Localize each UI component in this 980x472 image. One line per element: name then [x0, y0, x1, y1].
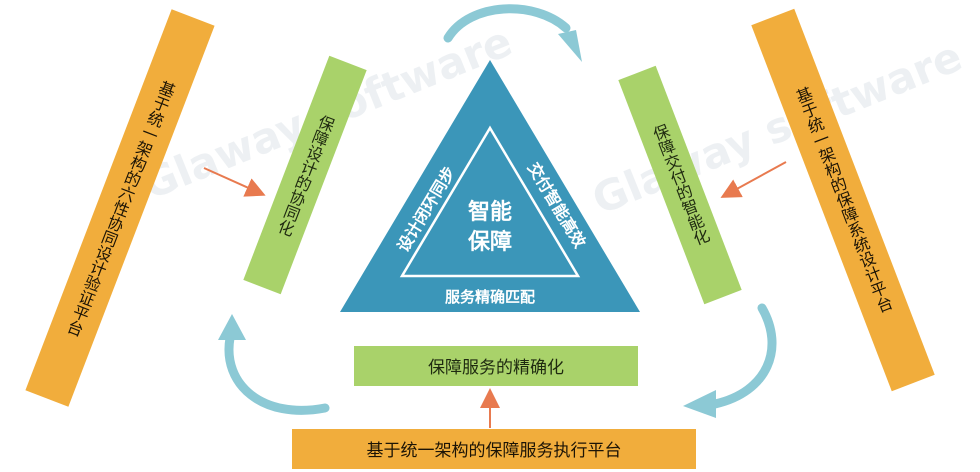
center-title-line1: 智能: [468, 199, 512, 225]
pointer-arrows: [203, 161, 787, 428]
cycle-arrows: [224, 4, 777, 415]
cycle-arrow-bottom-right: [710, 303, 777, 409]
orange-box-bottom-label: 基于统一架构的保障服务执行平台: [367, 441, 622, 461]
cycle-arrow-top: [443, 4, 571, 43]
orange-box-bottom: [292, 429, 696, 469]
green-box-bottom: [354, 346, 638, 386]
center-bottom-side-label: 服务精确匹配: [445, 288, 535, 306]
pointer-arrow-left: [203, 167, 266, 197]
orange-box-left: 基于统一架构的六性协同设计验证平台: [25, 9, 215, 407]
orange-box-left-label: 基于统一架构的六性协同设计验证平台: [62, 78, 177, 339]
pointer-arrow-right: [720, 161, 787, 198]
cycle-arrowheads: [218, 30, 716, 418]
cycle-arrowhead-bottom-right: [683, 390, 716, 418]
cycle-arrow-bottom-left: [224, 333, 330, 415]
center-triangle: [340, 60, 640, 312]
green-box-bottom-label: 保障服务的精确化: [428, 358, 564, 378]
cycle-arrowhead-top: [558, 30, 582, 62]
cycle-arrowhead-bottom-left: [218, 314, 246, 340]
center-title-line2: 保障: [467, 229, 512, 255]
center-inner-triangle: [399, 125, 581, 278]
green-box-left: 保障设计的协同化: [243, 55, 367, 295]
